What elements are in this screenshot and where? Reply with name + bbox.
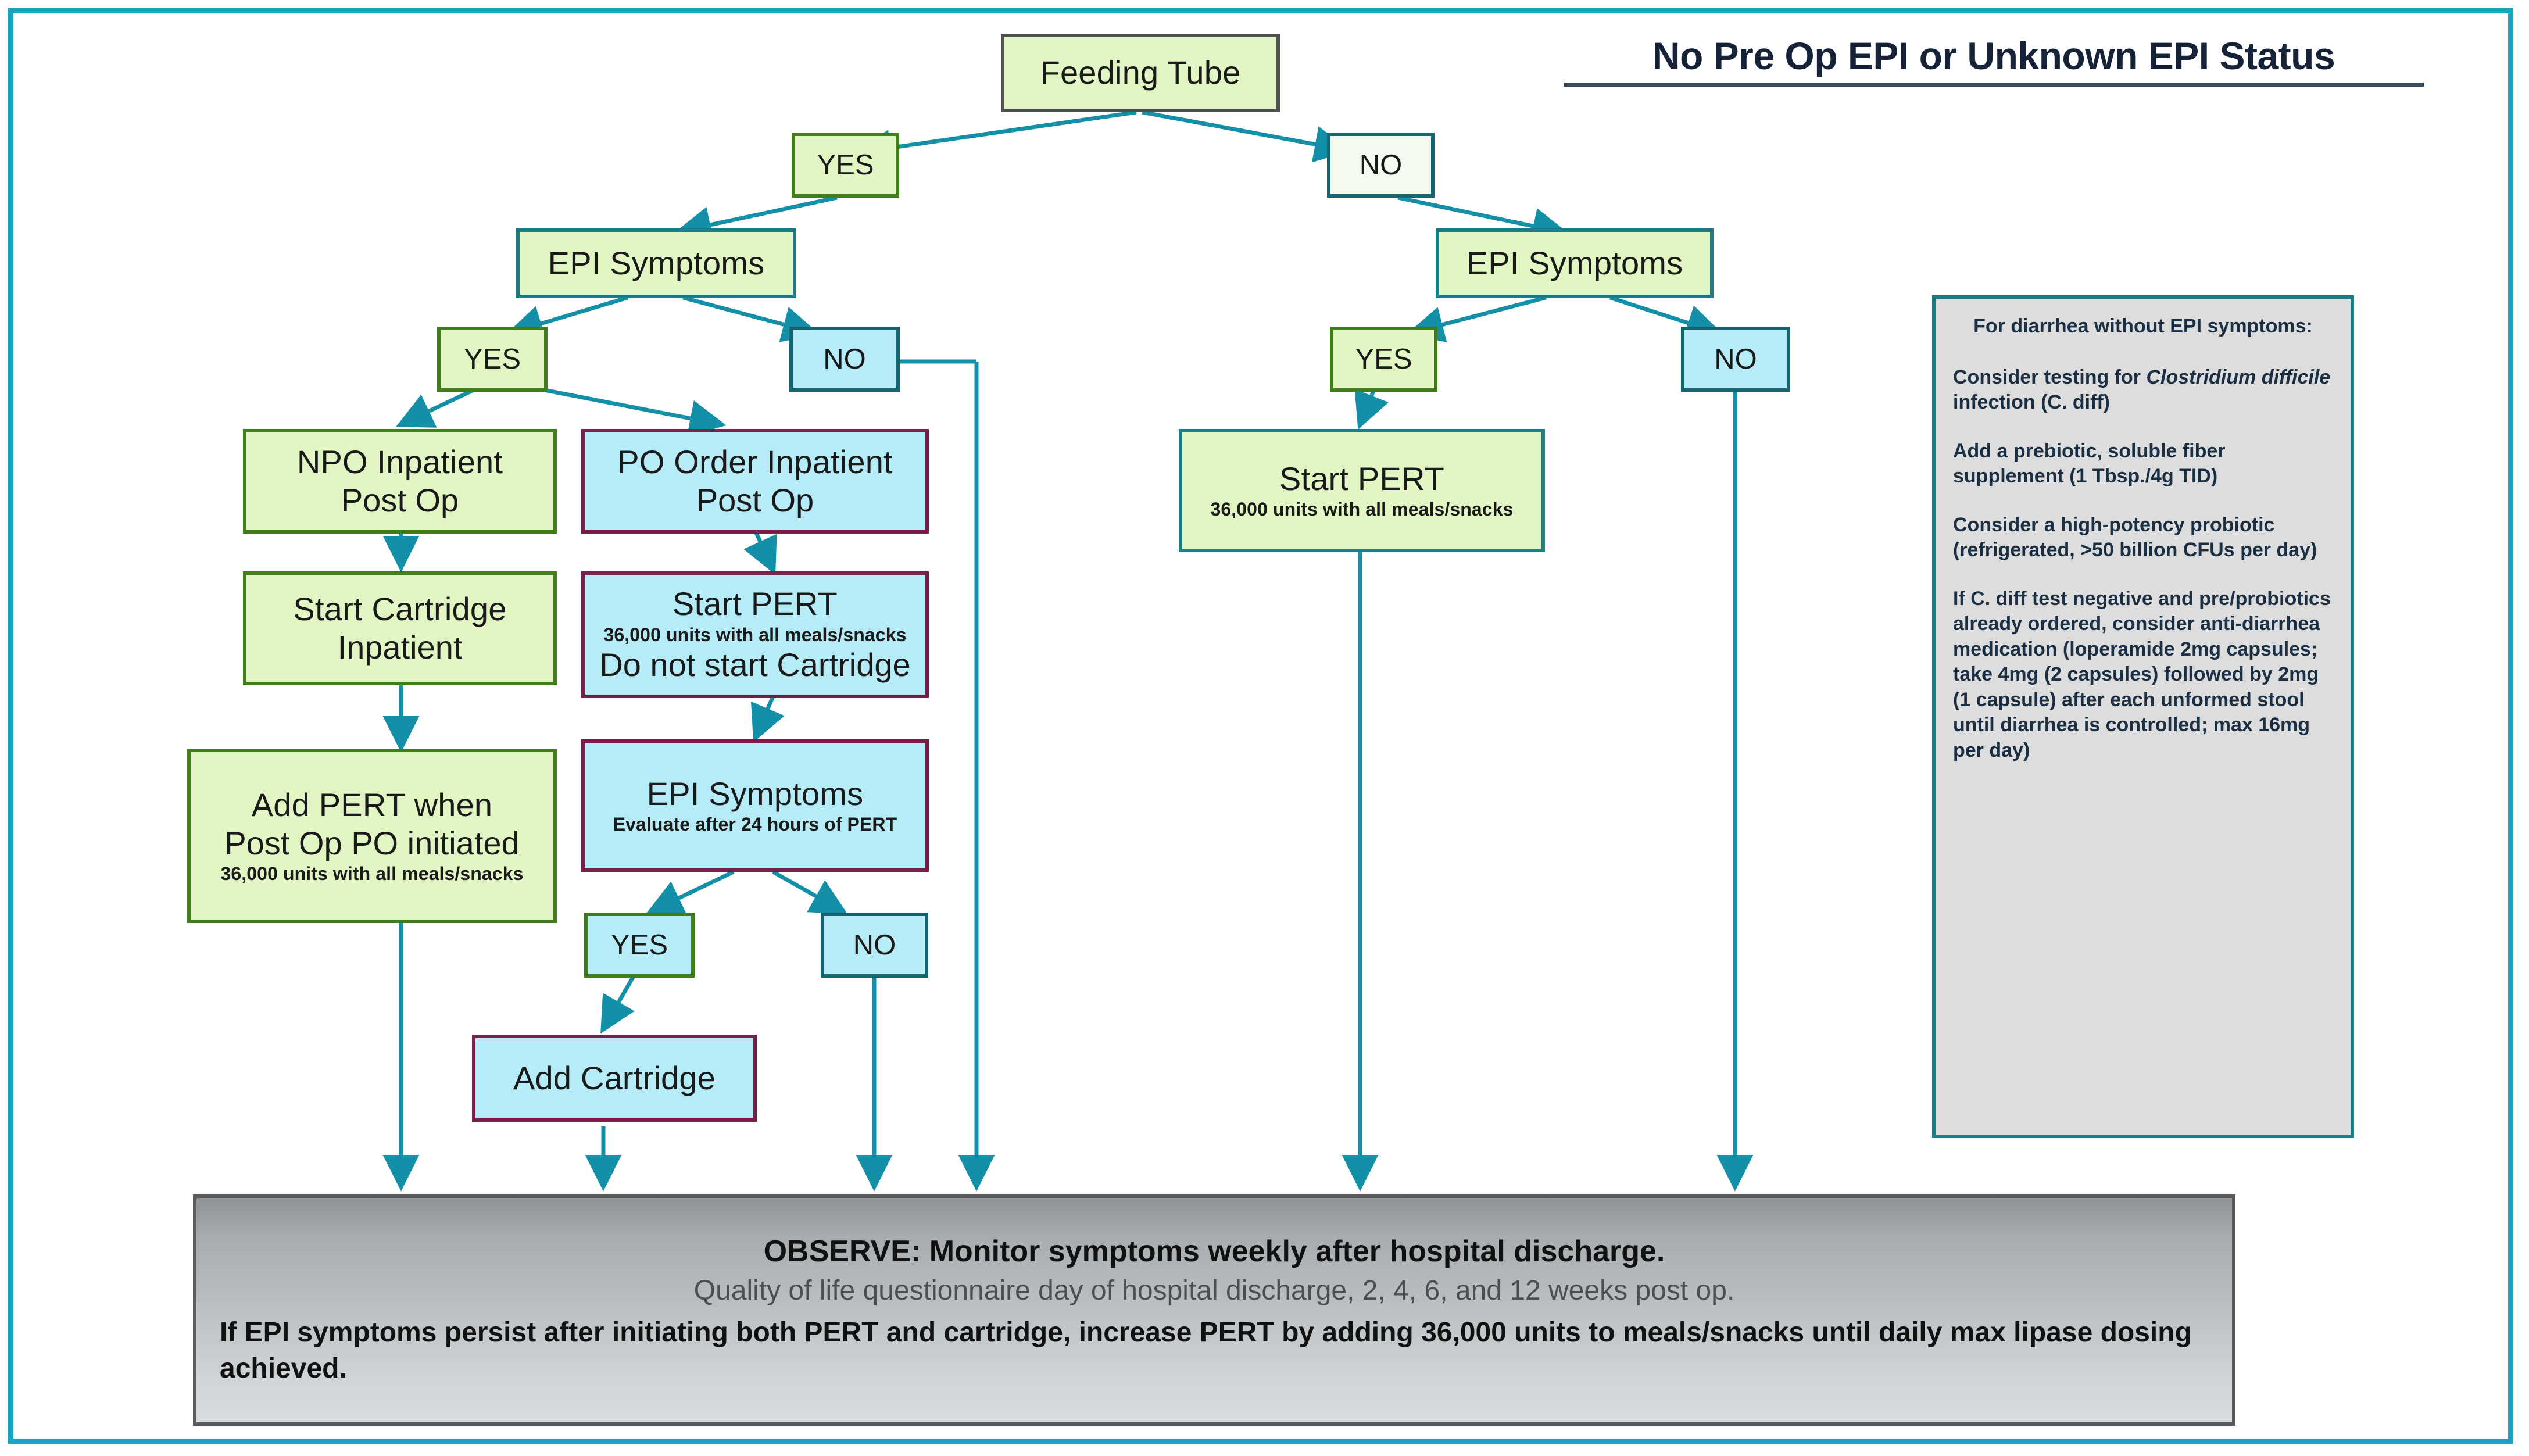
- node-title: NO: [1714, 343, 1757, 375]
- node-title: EPI Symptoms: [548, 244, 765, 281]
- node-title: Feeding Tube: [1040, 54, 1241, 91]
- observe-banner: OBSERVE: Monitor symptoms weekly after h…: [193, 1194, 2235, 1426]
- node-right-epi-symptoms[interactable]: EPI Symptoms: [1436, 228, 1714, 298]
- node-epi-symptoms-evaluate-24h[interactable]: EPI Symptoms Evaluate after 24 hours of …: [581, 739, 929, 872]
- banner-line-2: Quality of life questionnaire day of hos…: [693, 1275, 1735, 1307]
- node-title: EPI Symptoms: [1466, 244, 1683, 281]
- node-title: PO Order Inpatient: [617, 443, 893, 480]
- node-subtitle: Evaluate after 24 hours of PERT: [613, 814, 897, 835]
- node-title-2: Post Op PO initiated: [224, 824, 520, 861]
- node-title: NO: [1359, 149, 1403, 181]
- node-left-yes[interactable]: YES: [792, 133, 899, 198]
- node-right-branch-no[interactable]: NO: [1681, 327, 1790, 392]
- node-subtitle: 36,000 units with all meals/snacks: [603, 624, 907, 645]
- node-title: Add Cartridge: [513, 1059, 716, 1096]
- note-paragraph-2: Add a prebiotic, soluble fiber supplemen…: [1953, 439, 2226, 488]
- banner-line-3: If EPI symptoms persist after initiating…: [220, 1317, 2192, 1384]
- note-paragraph-3: Consider a high-potency probiotic (refri…: [1953, 513, 2317, 561]
- node-title-2: Post Op: [696, 481, 814, 518]
- note-paragraph-4: If C. diff test negative and pre/probiot…: [1953, 587, 2331, 761]
- node-npo-inpatient-post-op[interactable]: NPO Inpatient Post Op: [243, 429, 557, 534]
- node-title: Add PERT when: [251, 786, 493, 823]
- node-start-cartridge-inpatient[interactable]: Start Cartridge Inpatient: [243, 571, 557, 685]
- node-left-branch-yes[interactable]: YES: [437, 327, 548, 392]
- node-subtitle: 36,000 units with all meals/snacks: [1210, 499, 1514, 520]
- node-title: NO: [823, 343, 866, 375]
- node-title: NO: [853, 929, 896, 961]
- node-title: YES: [1355, 343, 1412, 375]
- node-add-cartridge[interactable]: Add Cartridge: [472, 1035, 757, 1122]
- page-title: No Pre Op EPI or Unknown EPI Status: [1564, 34, 2424, 87]
- node-title: YES: [817, 149, 874, 181]
- node-subtitle: 36,000 units with all meals/snacks: [220, 863, 524, 885]
- banner-line-1: OBSERVE: Monitor symptoms weekly after h…: [763, 1235, 1665, 1269]
- node-eval-yes[interactable]: YES: [584, 913, 695, 978]
- node-feeding-tube[interactable]: Feeding Tube: [1001, 34, 1280, 112]
- node-right-branch-yes[interactable]: YES: [1330, 327, 1437, 392]
- node-start-pert-do-not-start-cartridge[interactable]: Start PERT 36,000 units with all meals/s…: [581, 571, 929, 698]
- node-title: Start PERT: [1279, 460, 1445, 497]
- node-title: Start Cartridge: [293, 590, 507, 627]
- note-paragraph-1: Consider testing for Clostridium diffici…: [1953, 365, 2333, 416]
- node-title: NPO Inpatient: [296, 443, 503, 480]
- node-eval-no[interactable]: NO: [821, 913, 928, 978]
- node-add-pert-when-post-op-po-initiated[interactable]: Add PERT when Post Op PO initiated 36,00…: [187, 749, 557, 923]
- node-po-order-inpatient-post-op[interactable]: PO Order Inpatient Post Op: [581, 429, 929, 534]
- node-title: YES: [463, 343, 521, 375]
- note-p1-part-a: Consider testing for: [1953, 366, 2147, 388]
- note-p1-italic: Clostridium difficile: [2146, 366, 2331, 388]
- node-start-pert-right-branch[interactable]: Start PERT 36,000 units with all meals/s…: [1179, 429, 1545, 552]
- node-title-2: Post Op: [341, 481, 459, 518]
- node-right-no[interactable]: NO: [1327, 133, 1435, 198]
- diarrhea-guidance-note: For diarrhea without EPI symptoms: Consi…: [1932, 295, 2354, 1138]
- note-heading: For diarrhea without EPI symptoms:: [1973, 315, 2313, 337]
- node-title-2: Do not start Cartridge: [599, 646, 911, 684]
- node-title-2: Inpatient: [337, 628, 463, 666]
- node-title: EPI Symptoms: [646, 775, 864, 812]
- note-p1-part-b: infection (C. diff): [1953, 391, 2111, 414]
- node-left-branch-no[interactable]: NO: [789, 327, 900, 392]
- node-left-epi-symptoms[interactable]: EPI Symptoms: [516, 228, 796, 298]
- node-title: YES: [610, 929, 668, 961]
- node-title: Start PERT: [672, 585, 838, 622]
